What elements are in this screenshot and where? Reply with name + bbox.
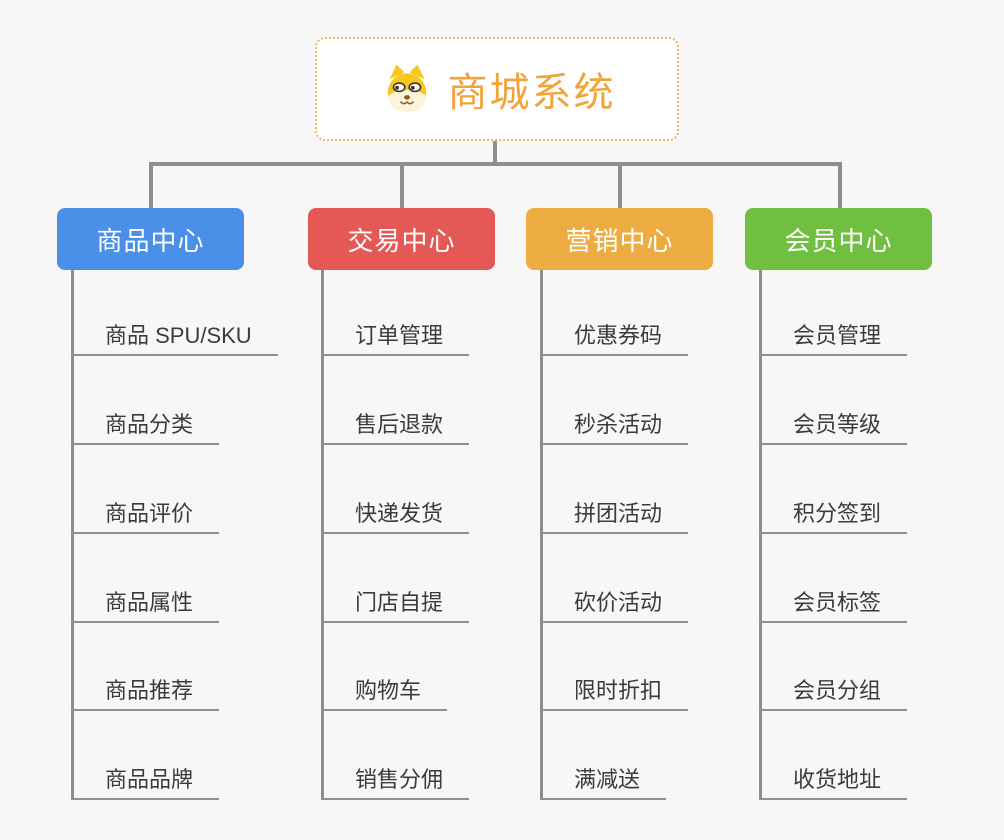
dog-icon [387, 64, 426, 112]
leaf-node[interactable]: 限时折扣 [540, 673, 689, 711]
branch-stub-line [400, 162, 404, 209]
branch-stub-line [618, 162, 622, 209]
leaf-node[interactable]: 商品评价 [71, 496, 220, 534]
branch-stub-line [149, 162, 153, 209]
leaf-node[interactable]: 会员标签 [759, 585, 908, 623]
leaf-node[interactable]: 商品分类 [71, 407, 220, 445]
leaf-node[interactable]: 售后退款 [321, 407, 470, 445]
leaf-node[interactable]: 会员等级 [759, 407, 908, 445]
branch-node-marketing[interactable]: 营销中心 [526, 208, 713, 270]
leaf-node[interactable]: 购物车 [321, 673, 448, 711]
leaf-node[interactable]: 砍价活动 [540, 585, 689, 623]
leaf-node[interactable]: 商品品牌 [71, 762, 220, 800]
leaf-node[interactable]: 秒杀活动 [540, 407, 689, 445]
leaf-node[interactable]: 满减送 [540, 762, 667, 800]
leaf-node[interactable]: 商品属性 [71, 585, 220, 623]
column-line [540, 270, 543, 800]
leaf-node[interactable]: 会员管理 [759, 318, 908, 356]
branch-node-trade[interactable]: 交易中心 [308, 208, 495, 270]
column-line [759, 270, 762, 800]
root-title: 商城系统 [447, 71, 616, 115]
column-line [71, 270, 74, 800]
leaf-node[interactable]: 订单管理 [321, 318, 470, 356]
leaf-node[interactable]: 积分签到 [759, 496, 908, 534]
leaf-node[interactable]: 销售分佣 [321, 762, 470, 800]
leaf-node[interactable]: 收货地址 [759, 762, 908, 800]
leaf-node[interactable]: 快递发货 [321, 496, 470, 534]
root-connector-line [493, 140, 497, 163]
leaf-node[interactable]: 商品 SPU/SKU [71, 318, 278, 356]
column-line [321, 270, 324, 800]
root-node[interactable]: 商城系统 [315, 37, 679, 141]
leaf-node[interactable]: 会员分组 [759, 673, 908, 711]
leaf-node[interactable]: 商品推荐 [71, 673, 220, 711]
branch-node-product[interactable]: 商品中心 [57, 208, 244, 270]
leaf-node[interactable]: 门店自提 [321, 585, 470, 623]
branch-node-member[interactable]: 会员中心 [745, 208, 932, 270]
branch-stub-line [838, 162, 842, 209]
branch-bus-line [149, 162, 842, 166]
leaf-node[interactable]: 优惠券码 [540, 318, 689, 356]
leaf-node[interactable]: 拼团活动 [540, 496, 689, 534]
